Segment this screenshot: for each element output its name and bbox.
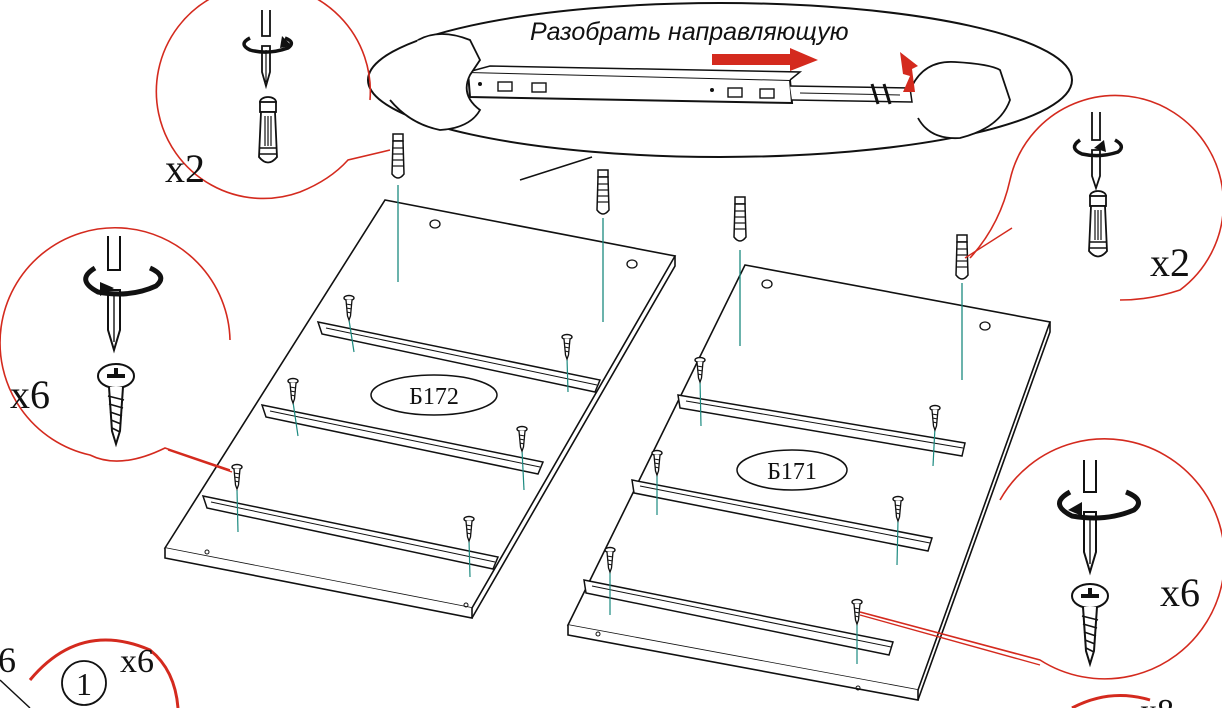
dowel-guides	[397, 185, 963, 380]
rotation-arrow-icon	[242, 36, 294, 54]
callout-left-screw: x6	[0, 226, 233, 473]
step-number: 1	[76, 666, 92, 702]
callout-top-left-dowel: x2	[155, 0, 391, 200]
screw-guides	[236, 319, 936, 664]
dowel-icon	[391, 133, 405, 179]
lift-arrow-icon	[900, 52, 918, 92]
panel-label-b172: Б172	[409, 384, 459, 410]
hand-icon	[389, 33, 482, 131]
slide-disassembly-callout: Разобрать направляющую	[367, 2, 1073, 181]
panel-b172: Б172	[163, 199, 677, 619]
callout-right-screw: x6	[859, 438, 1222, 680]
qty-x6-left: x6	[10, 372, 50, 417]
bottom-right-partial: x8	[1071, 693, 1174, 708]
qty-partial-right: x8	[1140, 693, 1174, 708]
screw-icon	[97, 363, 135, 445]
panel-label-b171: Б171	[767, 459, 817, 485]
dowel-icon	[258, 96, 278, 164]
qty-step: x6	[120, 643, 154, 680]
screwdriver-icon	[1091, 112, 1101, 191]
rotation-arrow-icon	[83, 265, 164, 297]
bottom-left-partial: 6 1 x6	[0, 638, 180, 708]
screwdriver-icon	[1083, 460, 1097, 576]
screwdriver-icon	[261, 10, 271, 90]
dowel-icon	[733, 196, 747, 242]
qty-partial-left: 6	[0, 640, 16, 680]
screwdriver-icon	[107, 236, 121, 354]
pull-arrow-icon	[712, 48, 818, 71]
qty-x6-right: x6	[1160, 570, 1200, 615]
screw-icon	[1071, 583, 1109, 665]
hand-icon	[911, 61, 1011, 140]
rotation-arrow-icon	[1072, 138, 1124, 158]
panel-b171: Б171	[566, 264, 1052, 701]
instruction-text: Разобрать направляющую	[530, 18, 849, 46]
callout-top-right-dowel: x2	[964, 94, 1222, 301]
drawer-slide-icon	[466, 65, 913, 105]
rotation-arrow-icon	[1057, 489, 1141, 521]
qty-x2-right: x2	[1150, 240, 1190, 285]
qty-x2-left: x2	[165, 146, 205, 191]
step-number-circle	[61, 660, 107, 706]
dowel-icon	[1088, 190, 1108, 258]
dowel-icon	[596, 169, 610, 215]
